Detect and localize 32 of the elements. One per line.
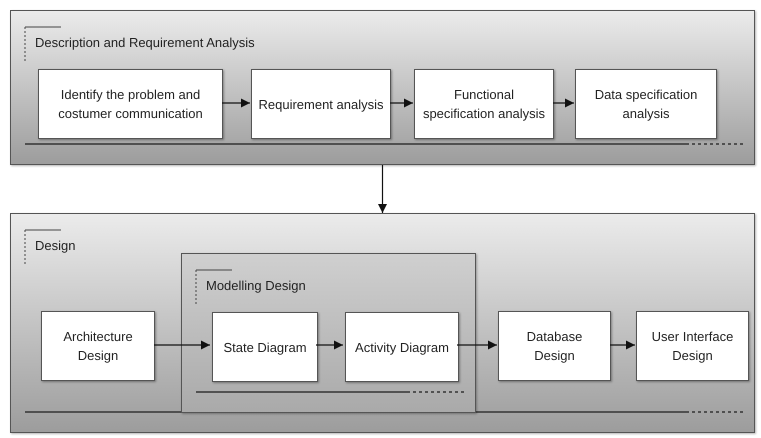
box-label: Data specification analysis	[594, 86, 698, 123]
box-label: Requirement analysis	[258, 96, 384, 114]
box-label: State Diagram	[223, 338, 307, 356]
arrow	[222, 98, 250, 108]
box-label: Database Design	[526, 328, 584, 365]
process-box	[212, 312, 318, 382]
arrow	[457, 340, 497, 350]
group-title: Design	[35, 238, 76, 253]
process-box	[414, 69, 554, 139]
group-panel	[181, 253, 476, 413]
box-label: Identify the problem and costumer communication	[57, 86, 204, 123]
arrow	[610, 340, 635, 350]
process-box	[636, 311, 749, 381]
group-panel	[10, 213, 755, 433]
group-title: Modelling Design	[206, 278, 306, 293]
process-box	[251, 69, 391, 139]
box-label: User Interface Design	[650, 328, 734, 365]
process-box	[575, 69, 717, 139]
arrow	[390, 98, 413, 108]
process-box	[41, 311, 155, 381]
arrow	[316, 340, 343, 350]
group-panel	[10, 10, 755, 165]
group-title: Description and Requirement Analysis	[35, 35, 255, 50]
arrow	[553, 98, 574, 108]
process-box	[38, 69, 223, 139]
box-label: Activity Diagram	[355, 338, 449, 356]
process-box	[345, 312, 459, 382]
process-box	[498, 311, 611, 381]
box-label: Architecture Design	[62, 328, 134, 365]
arrow	[154, 340, 210, 350]
arrow	[378, 165, 387, 213]
box-label: Functional specification analysis	[422, 86, 546, 123]
